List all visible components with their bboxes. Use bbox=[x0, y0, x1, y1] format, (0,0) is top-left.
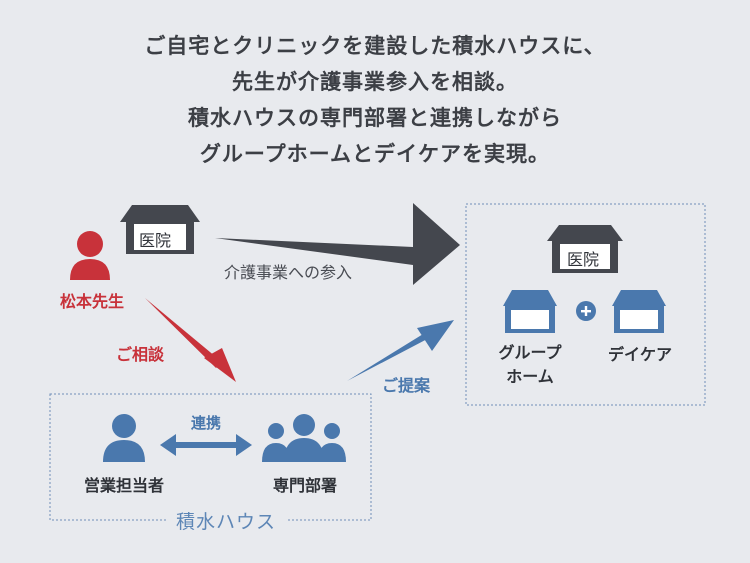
sekisui-box bbox=[49, 393, 372, 521]
doctor-clinic-sign: 医院 bbox=[139, 231, 172, 250]
group-home-icon bbox=[503, 290, 557, 333]
daycare-label: デイケア bbox=[607, 345, 673, 364]
cooperation-arrow bbox=[160, 434, 252, 456]
cooperation-label: 連携 bbox=[190, 414, 222, 432]
consult-label: ご相談 bbox=[116, 345, 165, 364]
group-home-label: グループ ホーム bbox=[498, 343, 562, 386]
doctor-clinic-icon bbox=[120, 205, 200, 254]
headline-line-4: グループホームとデイケアを実現。 bbox=[199, 142, 551, 166]
headline-line-1: ご自宅とクリニックを建設した積水ハウスに、 bbox=[144, 34, 606, 58]
result-clinic-sign: 医院 bbox=[567, 250, 600, 269]
result-clinic-icon bbox=[547, 225, 623, 273]
department-group-icon bbox=[262, 414, 346, 462]
sekisui-group-label: 積水ハウス bbox=[166, 507, 287, 534]
proposal-label: ご提案 bbox=[382, 376, 431, 395]
proposal-arrow bbox=[347, 320, 454, 381]
doctor-name: 松本先生 bbox=[59, 292, 125, 311]
doctor-person-icon bbox=[70, 231, 110, 280]
sales-label: 営業担当者 bbox=[83, 476, 165, 495]
daycare-icon bbox=[612, 290, 666, 333]
consult-arrow bbox=[145, 298, 236, 382]
entry-arrow bbox=[215, 203, 460, 285]
department-label: 専門部署 bbox=[272, 476, 338, 495]
plus-icon bbox=[576, 301, 596, 321]
headline-line-3: 積水ハウスの専門部署と連携しながら bbox=[188, 106, 562, 130]
sales-person-icon bbox=[103, 414, 145, 462]
entry-label: 介護事業への参入 bbox=[224, 263, 353, 282]
headline-line-2: 先生が介護事業参入を相談。 bbox=[232, 70, 518, 94]
headline: ご自宅とクリニックを建設した積水ハウスに、 先生が介護事業参入を相談。 積水ハウ… bbox=[0, 28, 750, 172]
